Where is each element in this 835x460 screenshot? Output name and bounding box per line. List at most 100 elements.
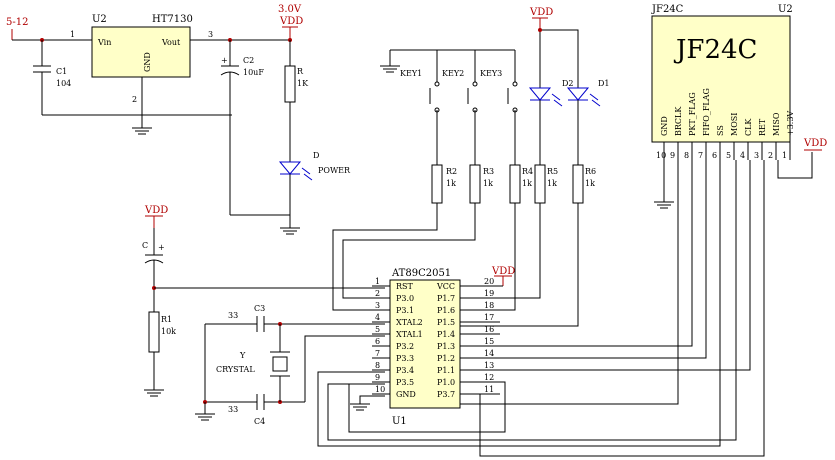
power-led-label: POWER [318,166,351,175]
radio-pin-number: 2 [768,151,773,160]
key3-contact [512,107,518,113]
mcu-pin-label: RST [396,282,414,291]
crystal-leads [270,324,290,402]
mcu-pin-number: 9 [375,373,380,382]
d2-led [528,87,552,101]
wire-p37 [460,160,679,405]
mcu-pin-label: P3.5 [396,378,414,387]
radio-pin-number: 6 [712,151,717,160]
mcu-pin-label: VCC [436,282,455,291]
input-voltage-label: 5-12 [6,17,28,28]
radio-pin-label: MOSI [730,113,739,136]
radio-pin-number: 8 [684,151,689,160]
vdd-reset-label: VDD [144,205,168,216]
mcu-pin-number: 20 [484,277,494,286]
r6-val: 1k [585,179,595,188]
c1-capacitor [33,40,51,115]
mcu-part: AT89C2051 [391,268,451,279]
junction-dot [538,28,542,32]
mcu-pin-label: P1.2 [437,354,455,363]
key2-contact [472,107,478,113]
mcu-pin-number: 17 [484,313,494,322]
key3-switch [507,50,516,165]
ground-icon [195,402,215,421]
vdd-radio-label: VDD [803,138,827,149]
mcu-pin-number: 12 [484,373,494,382]
c1-ref: C1 [56,67,67,76]
ground-icon [280,227,300,235]
r4-resistor [509,164,521,204]
mcu-pin-number: 13 [484,361,494,370]
radio-pin-label: CLK [744,118,753,136]
c3-val: 33 [228,311,238,320]
crystal-label: CRYSTAL [216,365,255,374]
key1-switch [429,50,438,165]
ground-icon [132,127,152,135]
wire-d2-p17 [460,203,541,299]
r4-ref: R4 [522,167,533,176]
radio-pin-number: 10 [656,151,666,160]
ground-icon [654,160,674,209]
key1-contact [434,81,440,87]
key2-switch [467,50,476,165]
mcu-pin-number: 8 [375,361,380,370]
radio-pin-number: 4 [740,151,745,160]
mcu-pin-number: 19 [484,289,494,298]
d2-ref: D2 [562,79,574,88]
c4-val: 33 [228,405,238,414]
key3-label: KEY3 [480,69,502,78]
radio-pin-label: SS [716,125,725,136]
regulator-gnd-label: GND [143,52,152,72]
mcu-pin-label: P1.0 [437,378,455,387]
r5-ref: R5 [547,167,558,176]
crystal-body [272,356,288,372]
radio-pin-number: 7 [698,151,703,160]
vdd-top-label: VDD [279,16,303,27]
wire-p12 [460,160,751,371]
vdd-reset-symbol [145,215,163,228]
radio-pin-label: PKT_FLAG [688,92,697,136]
vdd-leds-label: VDD [529,7,553,18]
radio-pin-label: MISO [772,112,781,136]
d1-ref: D1 [598,79,610,88]
key2-label: KEY2 [442,69,464,78]
mcu-pin-label: P1.1 [437,366,455,375]
vdd-top-voltage: 3.0V [278,4,302,15]
mcu-pin-label: XTAL1 [396,330,423,339]
mcu-body [389,279,461,409]
regulator-pin3: 3 [208,30,213,39]
mcu-pin-label: P1.5 [437,318,455,327]
ground-icon [380,50,400,73]
key1-label: KEY1 [400,69,422,78]
mcu-pin-label: P3.4 [396,366,414,375]
key3-contact [512,81,518,87]
mcu-pin-number: 15 [484,337,494,346]
mcu-pin-number: 10 [375,385,385,394]
c3-capacitor [205,316,385,332]
regulator-part: HT7130 [152,14,193,25]
mcu-pin-number: 2 [375,289,380,298]
c-reset-plus: + [158,243,165,252]
mcu-pin-number: 6 [375,337,380,346]
vdd-mcu-symbol [494,275,512,286]
mcu-pin-label: P1.6 [437,306,455,315]
r3-resistor [469,164,481,204]
mcu-ref: U1 [392,416,407,427]
r5-val: 1k [547,179,557,188]
key2-contact [472,81,478,87]
mcu-pin-label: P1.7 [437,294,455,303]
c-reset-ref: C [142,241,148,250]
mcu-pin-number: 14 [484,349,494,358]
r1-ref: R1 [161,315,172,324]
regulator-vin-label: Vin [97,38,111,47]
d2-led-rays [551,93,563,107]
ground-icon [144,352,164,397]
d1-led-rays [589,93,601,107]
mcu-pin-number: 1 [375,277,380,286]
wire-d1-p15 [460,203,579,327]
crystal-ref: Y [239,351,246,360]
wire-xtal1 [304,335,385,402]
mcu-pin-label: P3.2 [396,342,414,351]
mcu-pin-number: 16 [484,325,494,334]
